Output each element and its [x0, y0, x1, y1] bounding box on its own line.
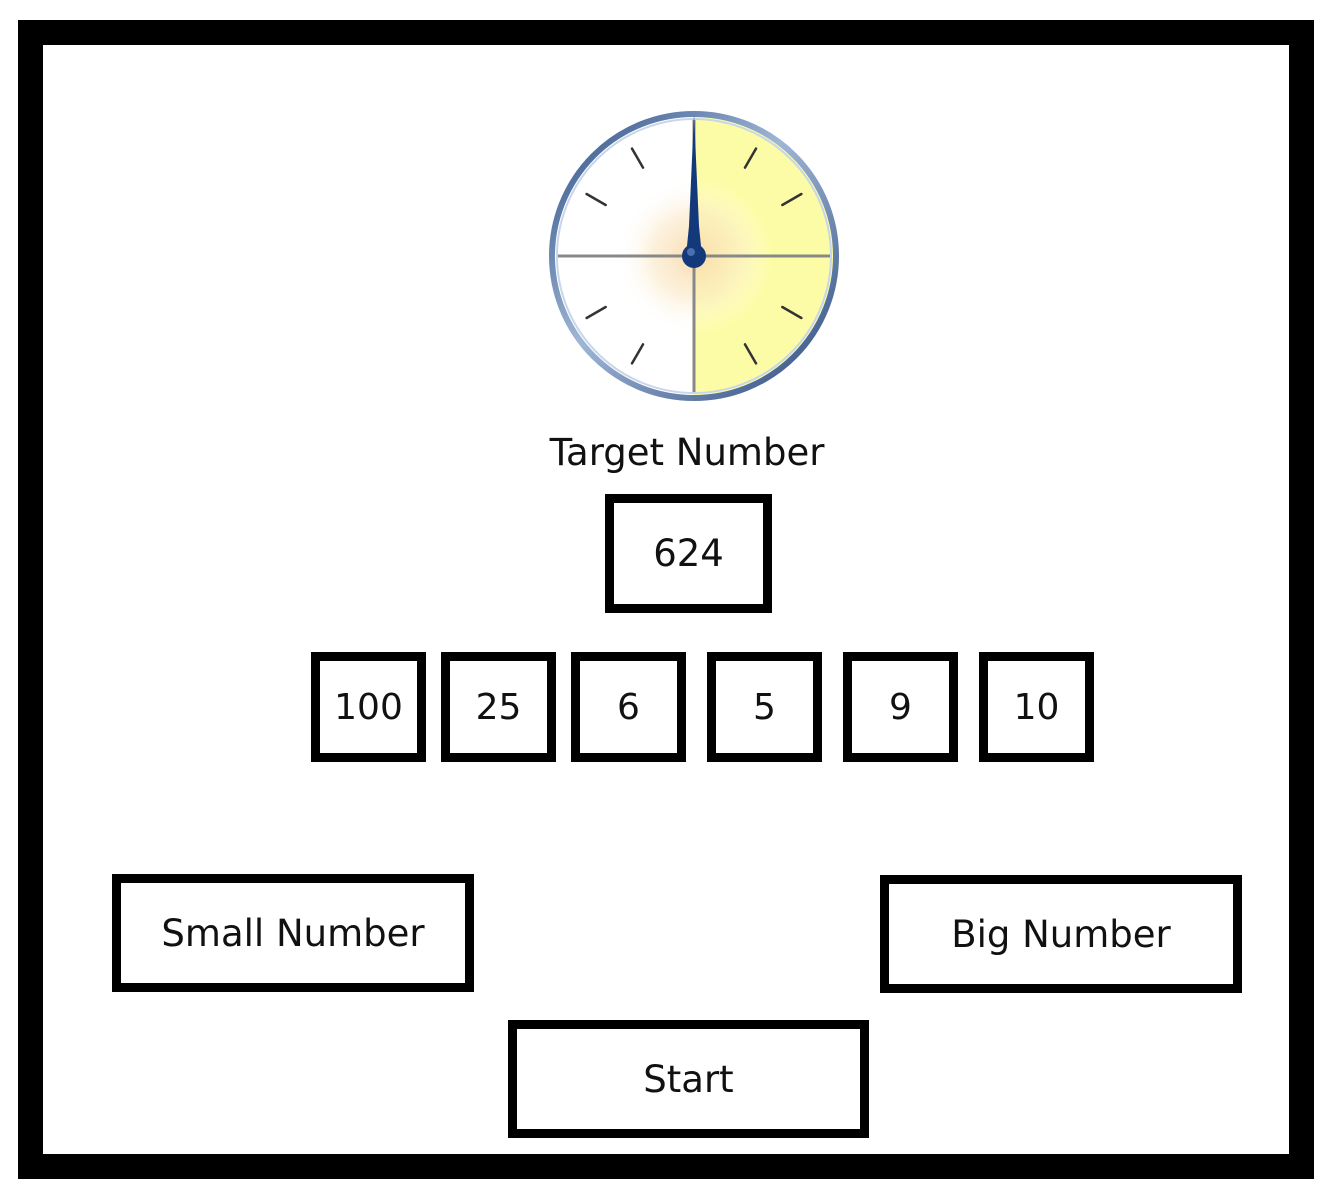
number-tile-value: 6: [617, 686, 640, 728]
clock-tick: [585, 192, 607, 207]
number-tile-3[interactable]: 6: [571, 652, 686, 762]
number-tile-5[interactable]: 9: [843, 652, 958, 762]
clock-tick-marks: [585, 147, 803, 365]
clock-tick: [781, 305, 803, 320]
number-tile-value: 10: [1013, 686, 1060, 728]
clock-tick: [630, 147, 645, 169]
number-tile-1[interactable]: 100: [311, 652, 426, 762]
small-number-button[interactable]: Small Number: [112, 874, 474, 992]
number-tile-6[interactable]: 10: [979, 652, 1094, 762]
clock-hand: [682, 114, 706, 268]
start-button-label: Start: [643, 1057, 734, 1101]
number-tile-2[interactable]: 25: [441, 652, 556, 762]
start-button[interactable]: Start: [508, 1020, 869, 1138]
number-tile-value: 25: [475, 686, 522, 728]
clock-tick: [743, 343, 758, 365]
number-tile-value: 9: [889, 686, 912, 728]
clock-tick: [743, 147, 758, 169]
clock-tick: [585, 305, 607, 320]
number-tile-4[interactable]: 5: [707, 652, 822, 762]
big-number-button-label: Big Number: [951, 912, 1171, 956]
timer-clock-icon: [549, 111, 839, 401]
target-number-box: 624: [605, 494, 772, 613]
clock-tick: [630, 343, 645, 365]
number-tile-value: 5: [753, 686, 776, 728]
small-number-button-label: Small Number: [161, 911, 425, 955]
number-tile-value: 100: [334, 686, 403, 728]
clock-tick: [781, 192, 803, 207]
target-number-value: 624: [653, 532, 724, 575]
target-number-label: Target Number: [549, 431, 825, 474]
big-number-button[interactable]: Big Number: [880, 875, 1242, 993]
